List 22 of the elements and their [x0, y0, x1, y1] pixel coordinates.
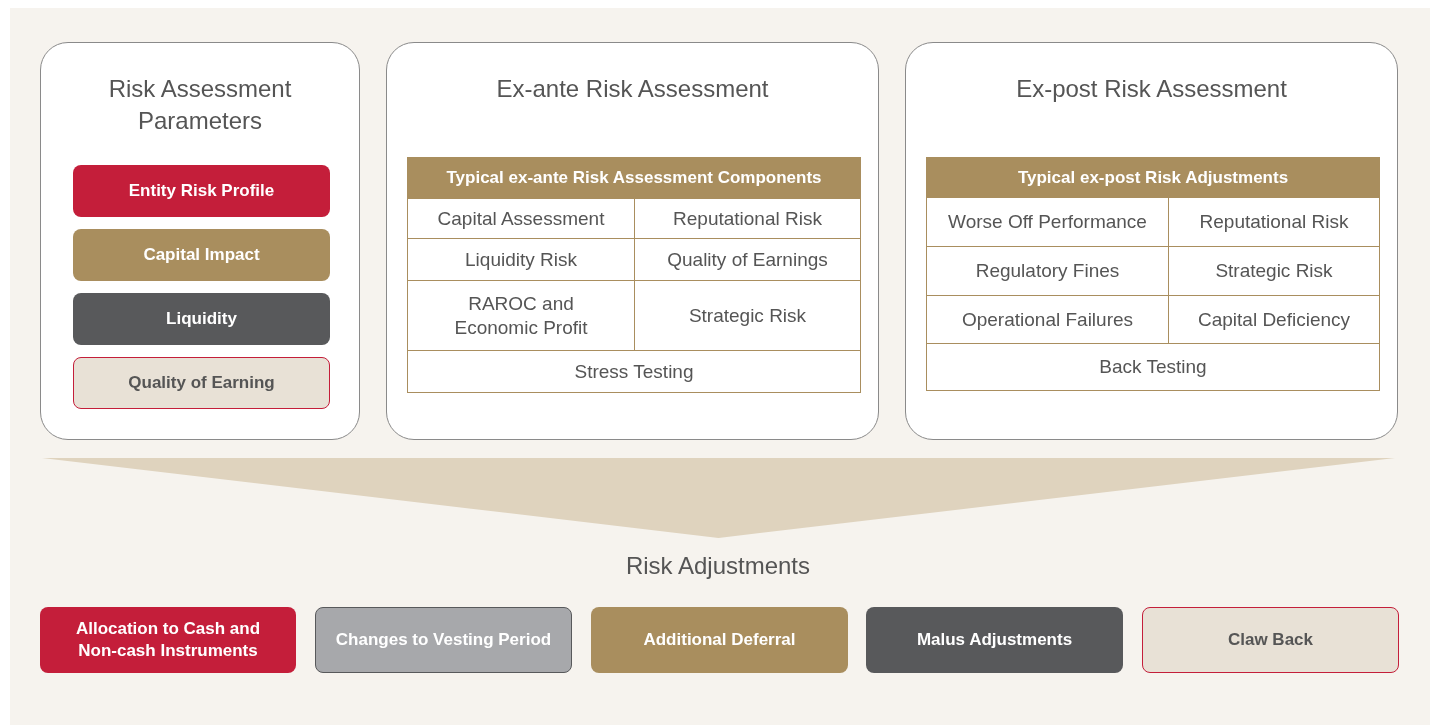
table-cell: Back Testing	[926, 343, 1380, 391]
category-box: Changes to Vesting Period	[315, 607, 572, 673]
category-box: Capital Impact	[73, 229, 330, 281]
table-header: Typical ex-ante Risk Assessment Components	[407, 157, 861, 198]
table-cell: Capital Assessment	[407, 198, 635, 239]
section-heading: Risk Adjustments	[624, 552, 812, 580]
table-cell: Stress Testing	[407, 350, 861, 393]
category-box: Liquidity	[73, 293, 330, 345]
panel-card	[386, 42, 879, 440]
table-header: Typical ex-post Risk Adjustments	[926, 157, 1380, 198]
panel-card	[40, 42, 360, 440]
panel-heading: Ex-ante Risk Assessment	[495, 74, 770, 104]
table-cell: Reputational Risk	[634, 198, 861, 239]
panel-heading: Ex-post Risk Assessment	[1015, 74, 1288, 104]
category-box: Allocation to Cash and Non-cash Instruments	[40, 607, 296, 673]
category-box: Malus Adjustments	[866, 607, 1123, 673]
category-box: Additional Deferral	[591, 607, 848, 673]
category-box: Claw Back	[1142, 607, 1399, 673]
panel-card	[905, 42, 1398, 440]
category-box: Quality of Earning	[73, 357, 330, 409]
panel-heading: Risk Assessment Parameters	[107, 74, 293, 136]
category-box: Entity Risk Profile	[73, 165, 330, 217]
